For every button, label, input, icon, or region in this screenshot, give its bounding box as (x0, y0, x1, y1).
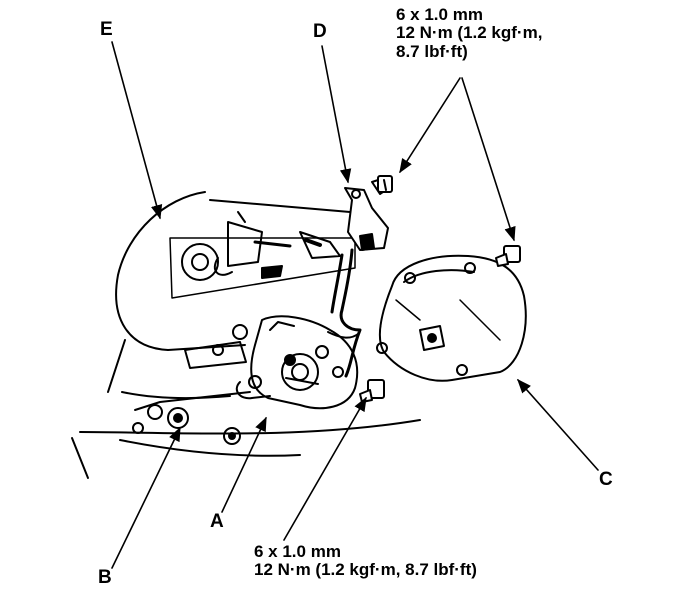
bolt-lower (359, 379, 385, 403)
cover-c (376, 254, 527, 382)
arrow-c (517, 378, 599, 471)
callout-a: A (210, 511, 224, 532)
torque-spec-top: 6 x 1.0 mm 12 N·m (1.2 kgf·m, 8.7 lbf·ft… (396, 5, 543, 61)
torque-bottom-value: 12 N·m (1.2 kgf·m, 8.7 lbf·ft) (254, 560, 477, 580)
arrow-torque-bottom (283, 396, 367, 541)
callout-d: D (313, 21, 327, 42)
harness-bracket-d (327, 187, 389, 378)
arrow-b (111, 426, 181, 569)
callout-c: C (599, 469, 613, 490)
leader-arrows (111, 41, 599, 569)
bolt-upper-left (371, 175, 393, 195)
torque-top-value-cont: 8.7 lbf·ft) (396, 41, 468, 61)
callout-b: B (98, 567, 112, 588)
arrow-torque-top-1 (399, 77, 461, 174)
torque-spec-bottom: 6 x 1.0 mm 12 N·m (1.2 kgf·m, 8.7 lbf·ft… (254, 542, 477, 580)
torque-top-value: 12 N·m (1.2 kgf·m, (396, 23, 543, 43)
torque-bottom-size: 6 x 1.0 mm (254, 542, 341, 561)
torque-top-size: 6 x 1.0 mm (396, 5, 483, 24)
bolt-upper-right (495, 245, 521, 267)
arrow-a (221, 416, 267, 513)
range-switch-a (235, 315, 359, 410)
arrow-d (321, 45, 352, 184)
callout-e: E (100, 19, 113, 40)
arrow-e (111, 41, 163, 220)
arrow-torque-top-2 (461, 77, 516, 242)
